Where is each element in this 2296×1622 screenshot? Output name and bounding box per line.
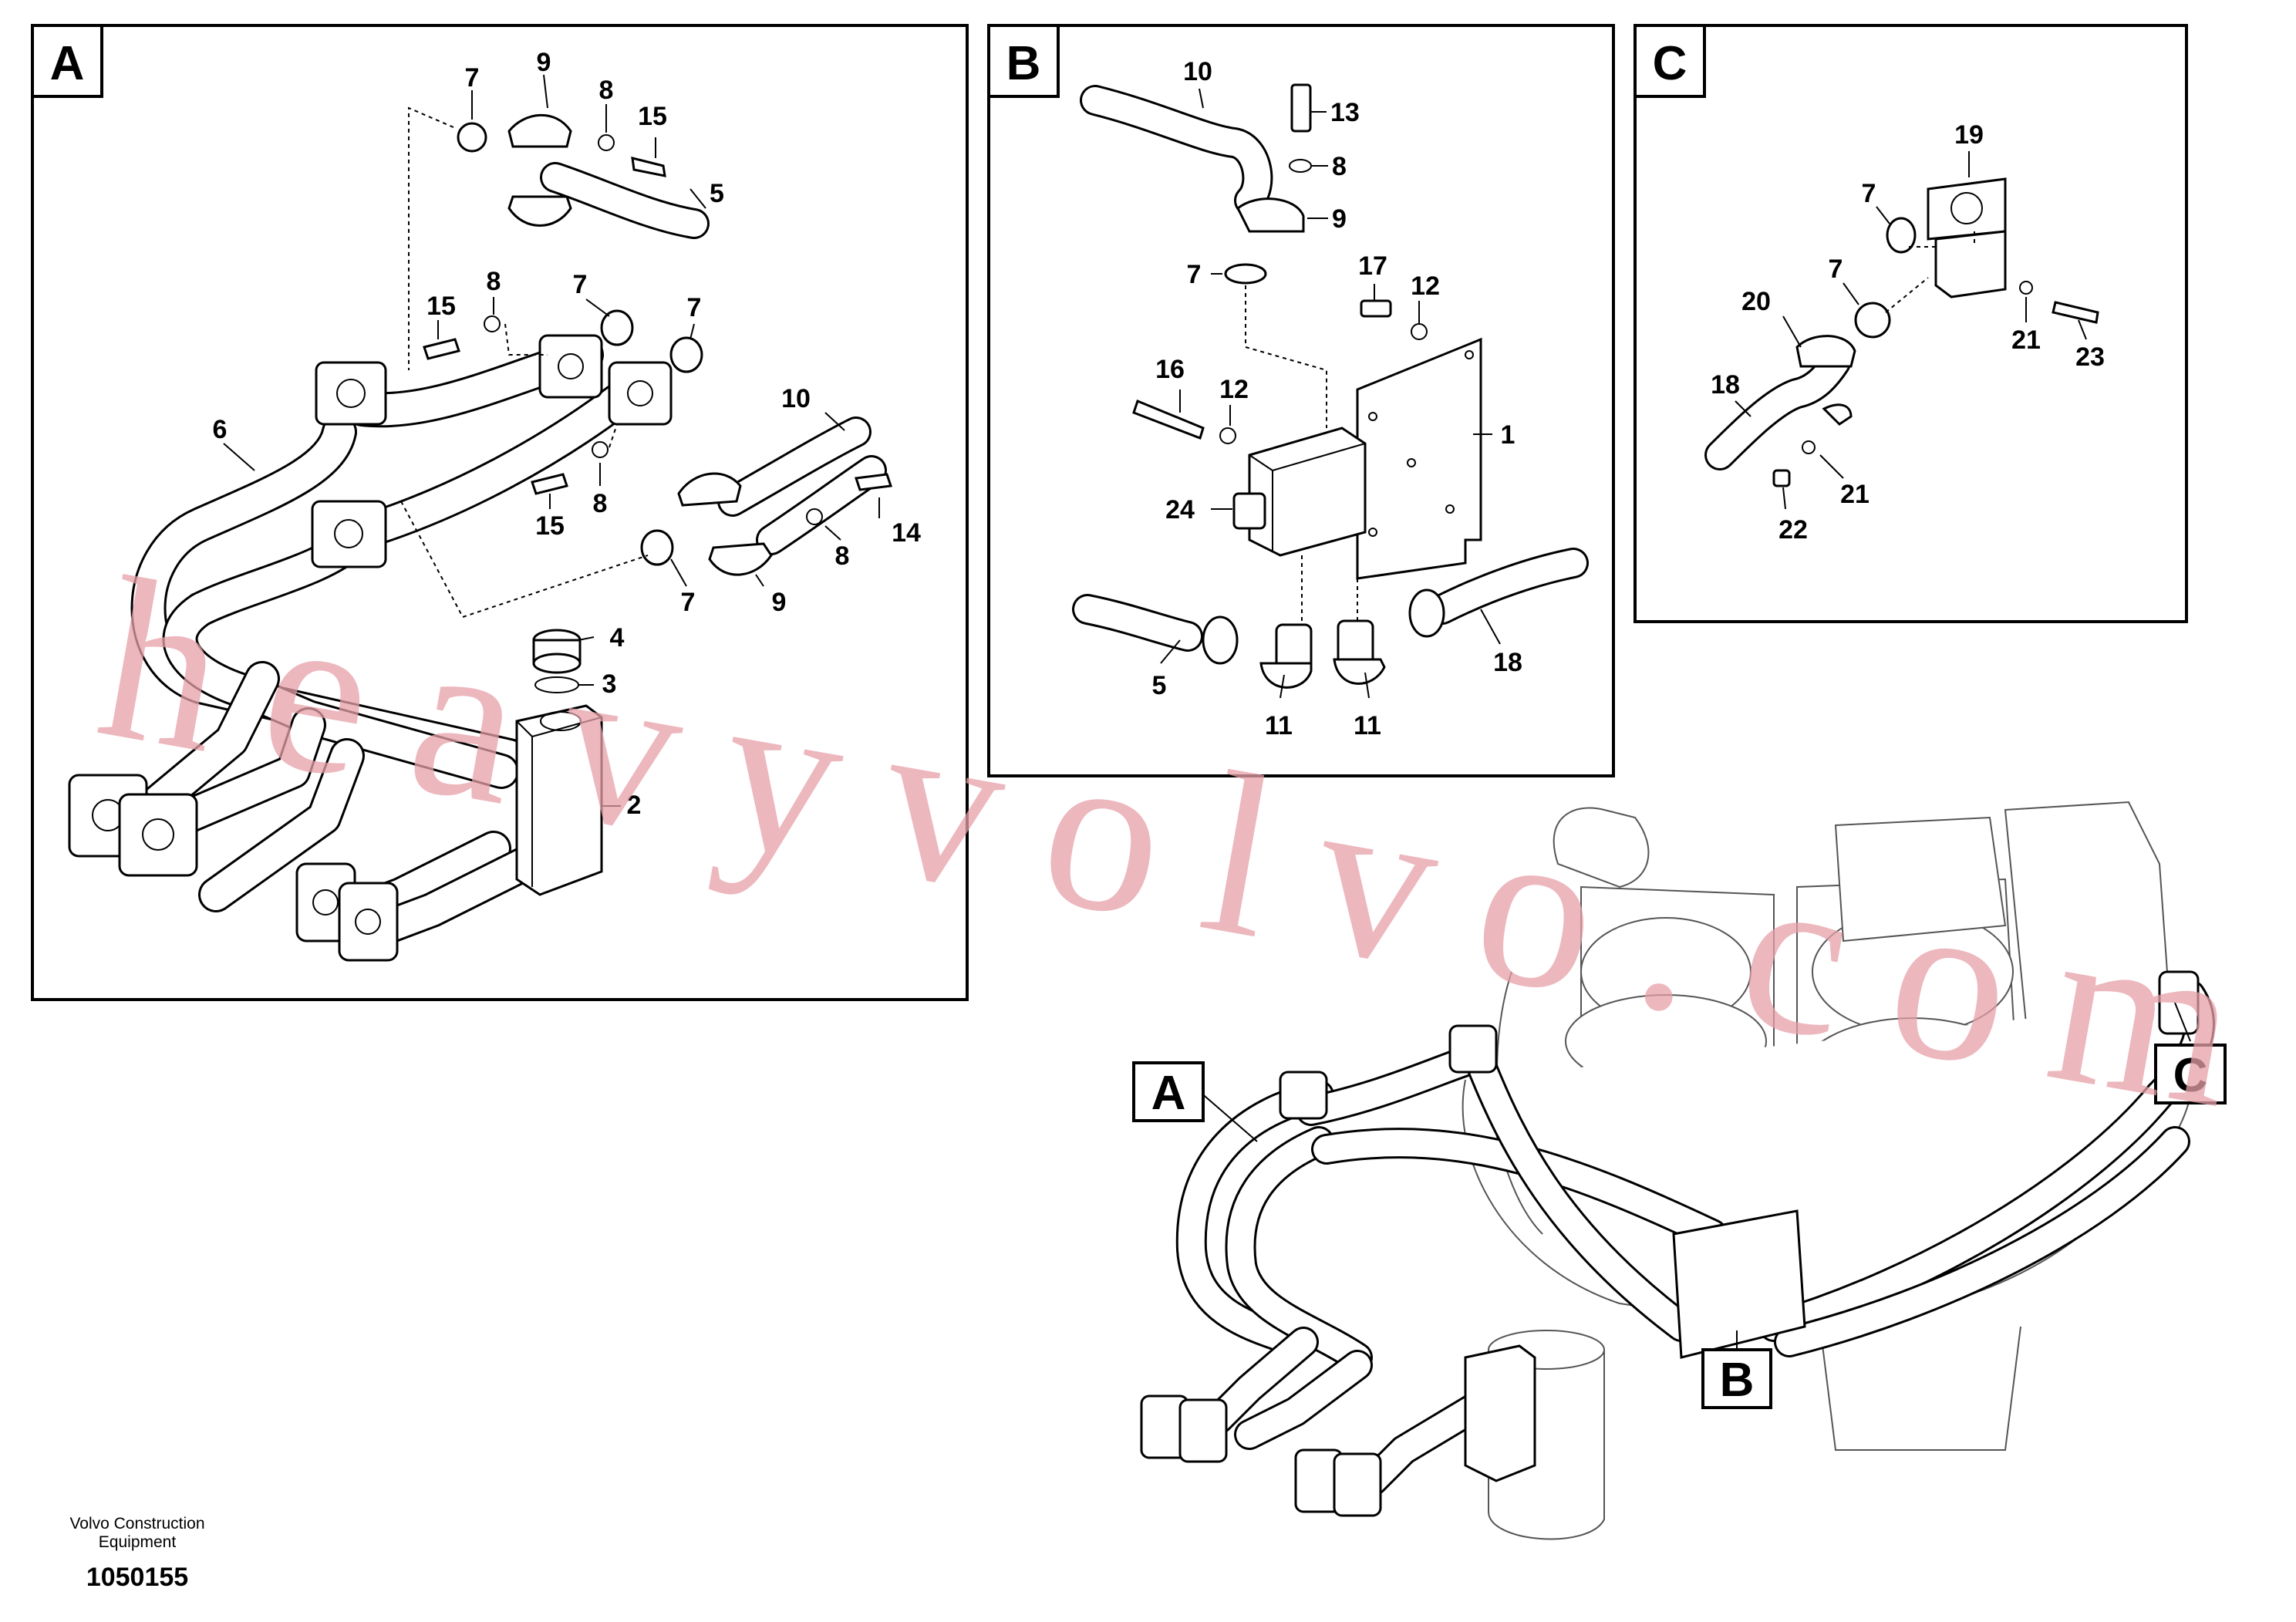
overview-tag-b: B	[1720, 1354, 1755, 1407]
panel-c-callouts: 19 7 7 20 21 23 18 21 22	[1711, 120, 2105, 545]
company-line-1: Volvo Construction	[69, 1515, 204, 1533]
callout: 8	[835, 541, 850, 571]
callout: 5	[710, 179, 724, 208]
panel-c: C	[1633, 24, 2188, 623]
callout: 2	[627, 791, 642, 820]
callout: 23	[2075, 342, 2105, 372]
callout: 7	[687, 293, 702, 322]
callout: 12	[1219, 375, 1249, 404]
callout: 21	[2011, 325, 2041, 355]
callout: 9	[772, 588, 787, 617]
callout: 8	[487, 267, 501, 296]
panel-a-small-parts	[423, 122, 893, 566]
callout: 9	[1332, 204, 1347, 234]
panel-c-parts	[1772, 177, 2099, 487]
panel-b-tag: B	[1006, 37, 1041, 90]
overview-assembly: A B C	[1132, 801, 2227, 1540]
callout: 15	[426, 292, 456, 321]
drawing-number: 1050155	[86, 1563, 188, 1592]
panel-c-hose	[1704, 347, 1851, 470]
footer: Volvo Construction Equipment 1050155	[69, 1515, 204, 1592]
callout: 18	[1493, 648, 1522, 677]
panel-c-leaders	[1735, 151, 2087, 510]
callout: 5	[1152, 671, 1167, 700]
panel-c-dotted-leaders	[1885, 231, 1975, 313]
panel-a-callouts: 7 9 8 15 5 8 15 7 7 6 10 15 8 8 14 7 9 4…	[213, 48, 921, 820]
panel-b-callouts: 10 13 8 9 7 17 12 16 12 1 24 5 11 11 18	[1152, 57, 1522, 740]
callout: 12	[1411, 271, 1440, 301]
callout: 7	[681, 588, 696, 617]
callout: 10	[781, 384, 811, 413]
callout: 24	[1165, 495, 1195, 524]
callout: 9	[537, 48, 551, 77]
callout: 10	[1183, 57, 1212, 86]
panel-b-leaders	[1160, 88, 1501, 699]
panel-a-clamps	[507, 113, 773, 576]
panel-a: A	[31, 24, 969, 1001]
callout: 19	[1954, 120, 1984, 150]
overview-tag-a: A	[1151, 1067, 1186, 1120]
company-line-2: Equipment	[99, 1533, 177, 1551]
callout: 6	[213, 415, 228, 444]
callout: 7	[1829, 255, 1843, 284]
callout: 4	[610, 623, 625, 653]
panel-b-hoses	[1072, 85, 1589, 652]
overview-fittings	[1140, 970, 2200, 1517]
valve-block	[1232, 427, 1367, 557]
callout: 16	[1155, 355, 1185, 384]
callout: 18	[1711, 370, 1740, 400]
panel-b: B	[987, 24, 1615, 777]
callout: 8	[593, 489, 608, 518]
overview-tag-c-box	[2154, 1044, 2227, 1104]
panel-b-fittings	[1202, 588, 1445, 689]
callout: 11	[1354, 711, 1381, 740]
overview-hoses	[1175, 980, 2215, 1496]
panel-b-small-parts	[1132, 83, 1428, 444]
callout: 14	[892, 518, 921, 548]
callout: 7	[465, 63, 480, 93]
callout: 17	[1358, 251, 1387, 281]
callout: 15	[638, 102, 667, 131]
callout: 11	[1265, 711, 1293, 740]
callout: 3	[602, 669, 617, 699]
panel-a-leaders	[223, 74, 880, 807]
panel-b-dotted-leaders	[1245, 285, 1358, 625]
callout: 7	[573, 270, 588, 299]
plug-and-oring	[532, 629, 582, 693]
panel-a-flanges	[68, 334, 673, 962]
callout: 8	[599, 76, 614, 105]
overview-tag-a-box	[1132, 1061, 1205, 1122]
callout: 22	[1778, 515, 1808, 545]
overview-tag-c: C	[2173, 1049, 2208, 1102]
panel-a-dotted-leaders	[400, 106, 649, 619]
callout: 21	[1840, 480, 1870, 509]
callout: 7	[1187, 260, 1202, 289]
callout: 20	[1741, 287, 1771, 316]
callout: 15	[535, 511, 565, 541]
overview-tag-b-box	[1701, 1348, 1772, 1409]
callout: 1	[1501, 420, 1515, 450]
panel-c-tag: C	[1653, 37, 1687, 90]
callout: 8	[1332, 152, 1347, 181]
callout: 13	[1330, 98, 1360, 127]
callout: 7	[1862, 179, 1876, 208]
overview-tags: A B C	[1132, 1002, 2227, 1409]
panel-c-tag-box	[1633, 24, 1706, 98]
manifold-block	[515, 704, 603, 896]
panel-a-tag-box	[31, 24, 103, 98]
panel-a-tag: A	[50, 37, 85, 90]
panel-b-tag-box	[987, 24, 1060, 98]
